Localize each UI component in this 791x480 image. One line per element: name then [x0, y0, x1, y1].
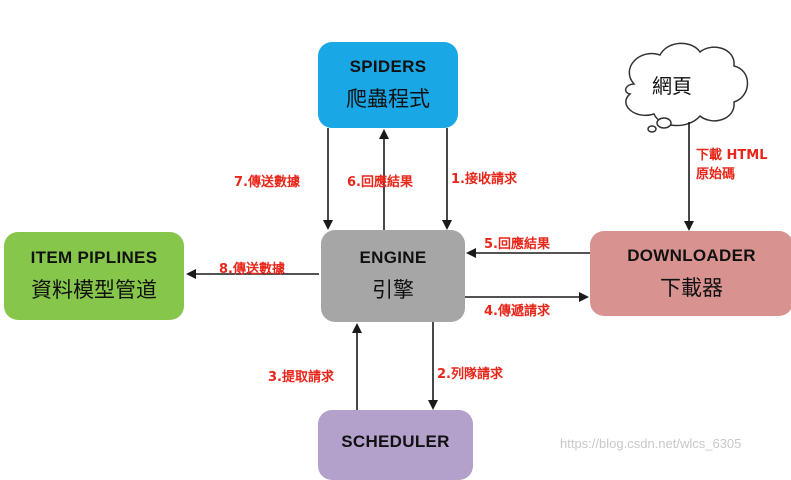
- edge-label-3: 3.提取請求: [268, 370, 334, 385]
- scheduler-title: SCHEDULER: [341, 432, 450, 451]
- edge-label-1: 1.接收請求: [451, 172, 517, 187]
- web-cloud-label: 網頁: [652, 74, 692, 98]
- spiders-node: SPIDERS 爬蟲程式: [318, 42, 458, 128]
- item-pipelines-subtitle: 資料模型管道: [31, 278, 157, 302]
- edge-label-6: 6.回應結果: [347, 175, 413, 190]
- flow-arrows: [186, 42, 749, 410]
- downloader-subtitle: 下載器: [660, 275, 723, 300]
- engine-subtitle: 引擎: [372, 278, 414, 302]
- edge-label-7: 7.傳送數據: [234, 175, 300, 190]
- scheduler-node: SCHEDULER: [318, 410, 473, 480]
- edge-label-5: 5.回應結果: [484, 237, 550, 252]
- downloader-node: DOWNLOADER 下載器: [590, 231, 791, 316]
- web-cloud-icon: [624, 42, 749, 133]
- engine-title: ENGINE: [359, 248, 427, 267]
- edge-label-2: 2.列隊請求: [437, 367, 503, 382]
- engine-node: ENGINE 引擎: [321, 230, 465, 322]
- download-html-label: 下載 HTML: [696, 148, 768, 163]
- edge-label-4: 4.傳遞請求: [484, 304, 550, 319]
- watermark: https://blog.csdn.net/wlcs_6305: [560, 436, 742, 451]
- spiders-title: SPIDERS: [349, 57, 427, 76]
- edge-label-8: 8.傳送數據: [219, 262, 285, 277]
- item-pipelines-title: ITEM PIPLINES: [30, 248, 158, 267]
- downloader-title: DOWNLOADER: [627, 245, 756, 265]
- source-code-label: 原始碼: [696, 167, 736, 182]
- spiders-subtitle: 爬蟲程式: [346, 87, 430, 111]
- item-pipelines-node: ITEM PIPLINES 資料模型管道: [4, 232, 184, 320]
